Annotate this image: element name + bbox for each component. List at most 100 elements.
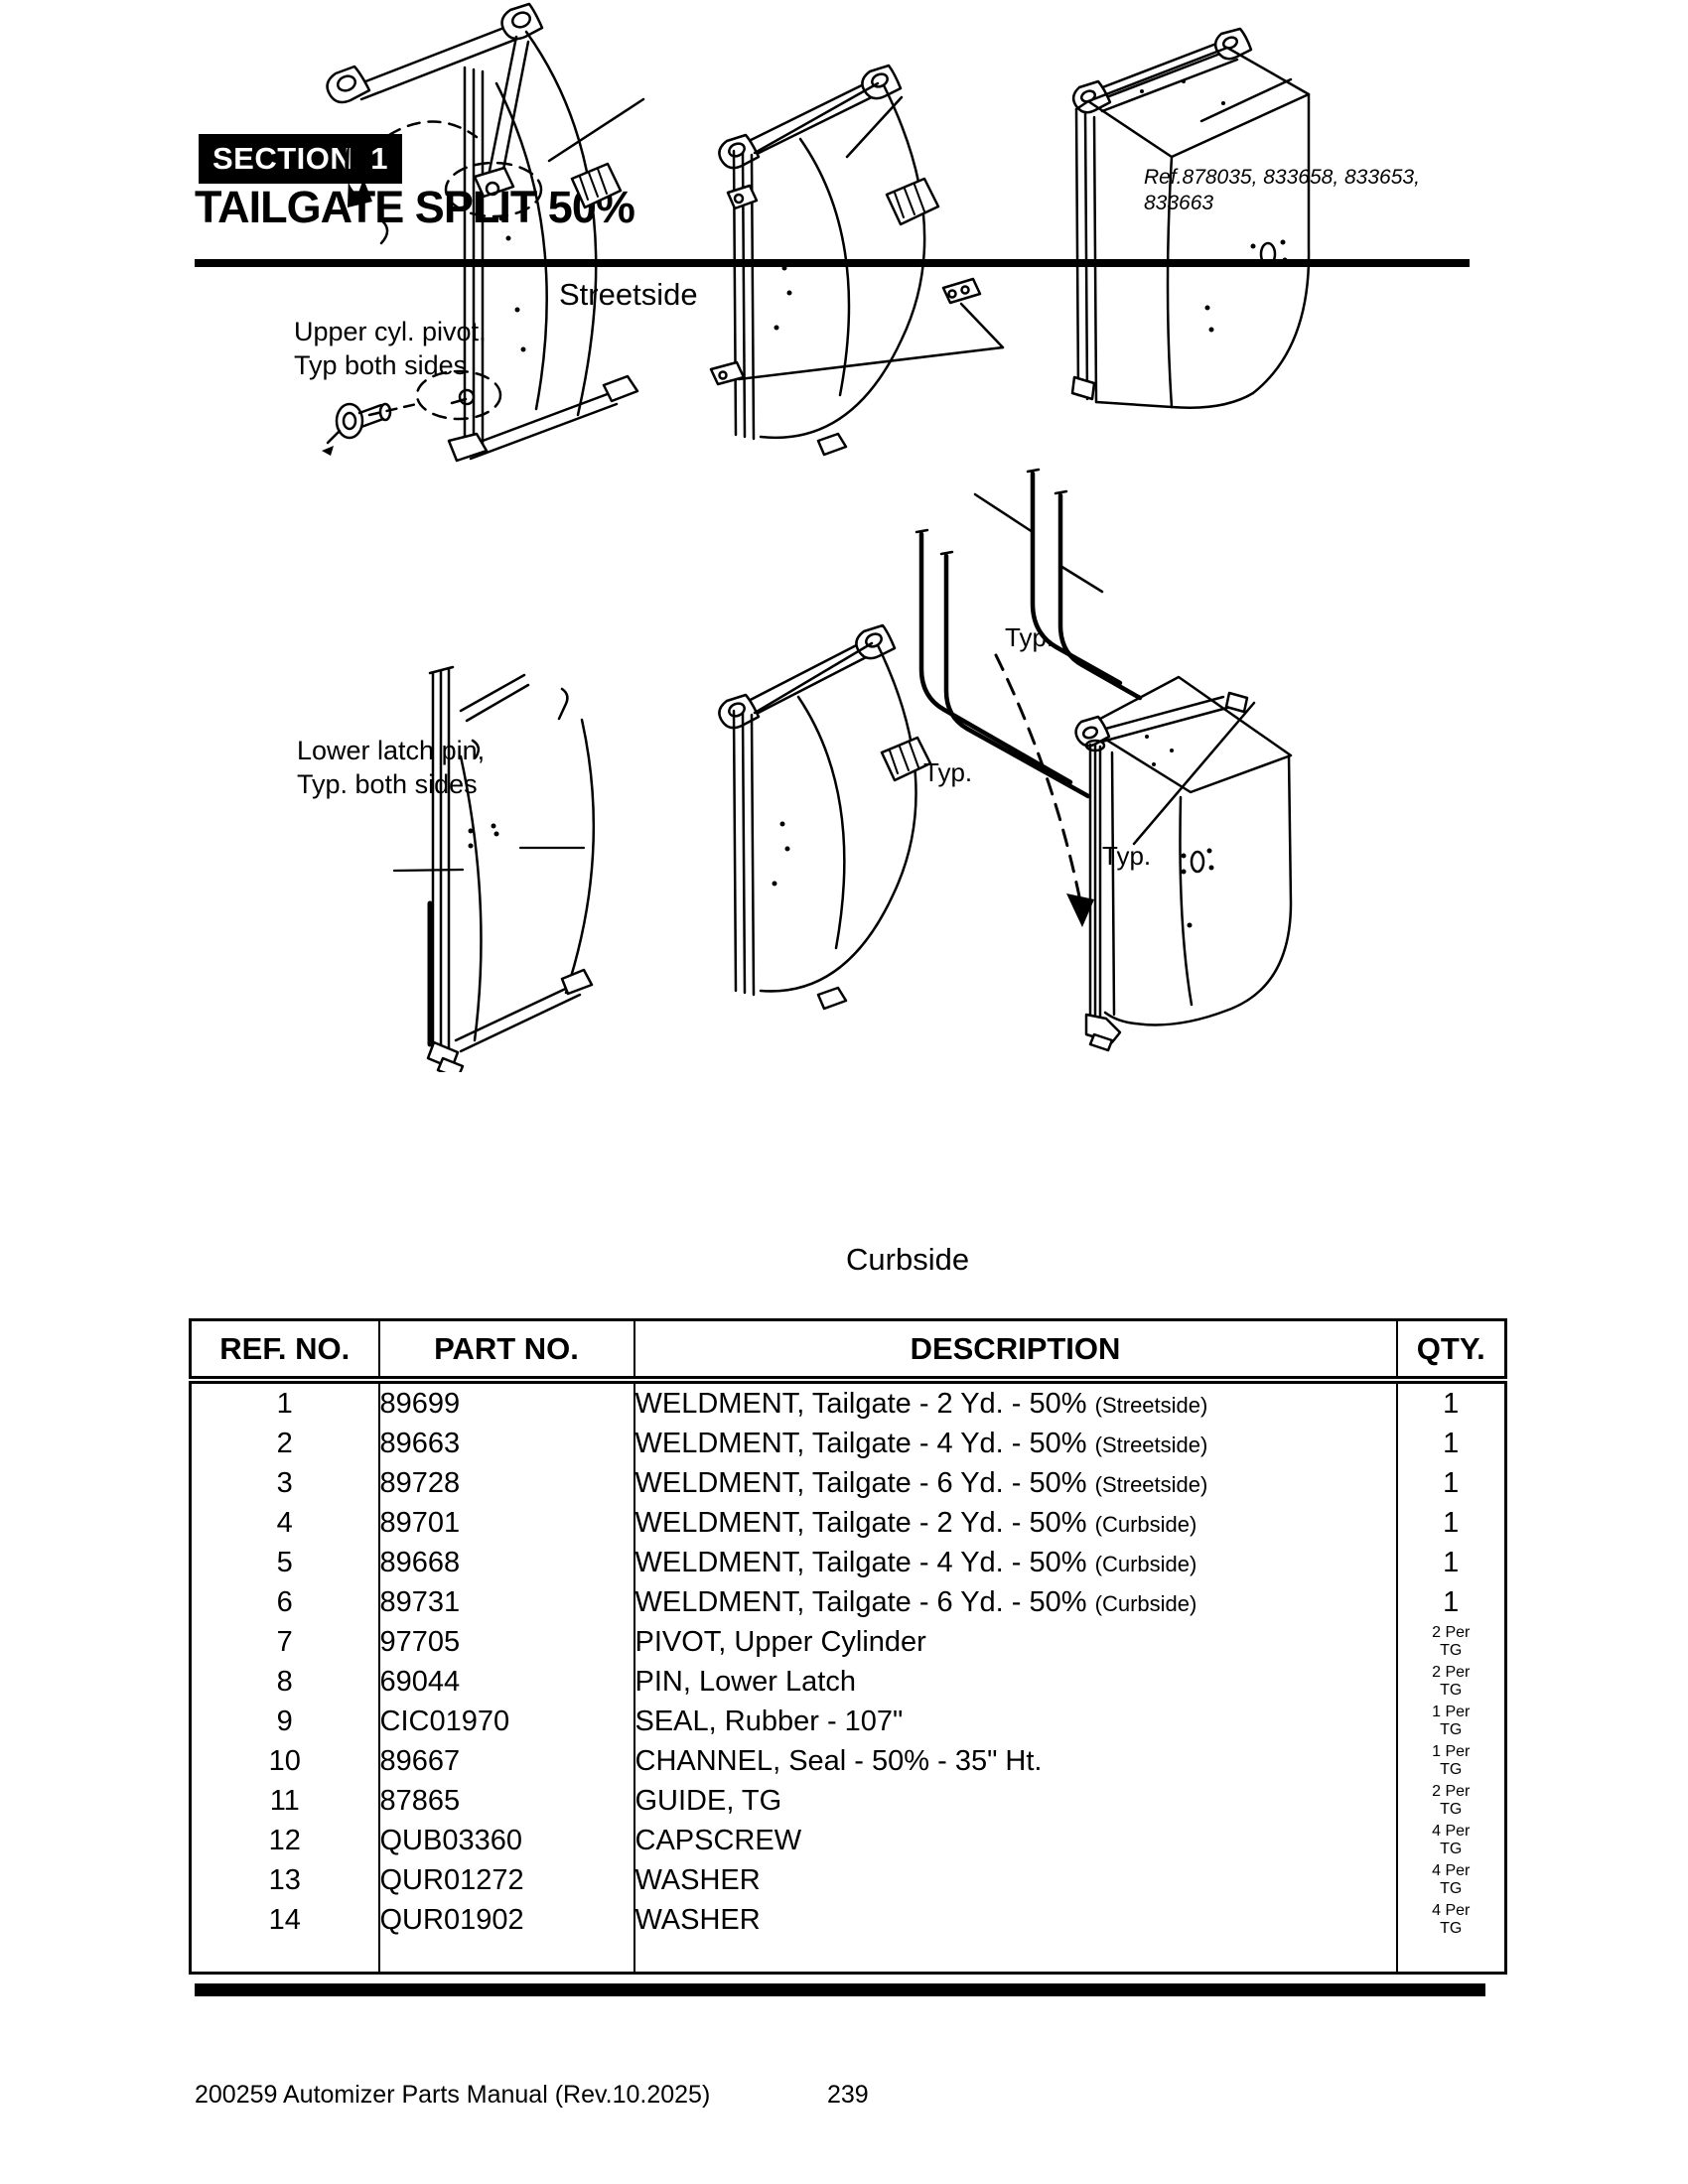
manual-footer: 200259 Automizer Parts Manual (Rev.10.20… — [195, 2081, 711, 2109]
description-main: WASHER — [634, 1863, 761, 1896]
reference-numbers: Ref.878035, 833658, 833653, 833663 — [1144, 165, 1420, 215]
qty-line1: 2 Per — [1432, 1624, 1471, 1642]
part-no: 69044 — [377, 1662, 635, 1702]
reference-line-1: Ref.878035, 833658, 833653, — [1144, 166, 1420, 189]
typ-label-1: Typ. — [1005, 622, 1055, 652]
ref-no: 7 — [189, 1622, 380, 1662]
description-main: WELDMENT, Tailgate - 2 Yd. - 50% — [634, 1387, 1087, 1420]
streetside-label: Streetside — [559, 277, 698, 312]
section-banner: SECTION 1 — [199, 134, 402, 184]
table-row: 4 89701 WELDMENT, Tailgate - 2 Yd. - 50%… — [189, 1503, 1507, 1543]
part-no: 89668 — [377, 1543, 635, 1582]
qty-line2: TG — [1440, 1761, 1463, 1778]
ref-no: 8 — [189, 1662, 380, 1702]
description-suffix: (Streetside) — [1094, 1392, 1208, 1418]
part-no: 89699 — [377, 1380, 635, 1424]
page-number: 239 — [827, 2081, 869, 2109]
description-main: WELDMENT, Tailgate - 6 Yd. - 50% — [634, 1466, 1087, 1499]
part-description: WELDMENT, Tailgate - 4 Yd. - 50% (Curbsi… — [633, 1543, 1398, 1582]
part-no: 97705 — [377, 1622, 635, 1662]
part-no: 89663 — [377, 1424, 635, 1463]
description-main: WELDMENT, Tailgate - 2 Yd. - 50% — [634, 1506, 1087, 1539]
description-suffix: (Curbside) — [1094, 1511, 1197, 1537]
ref-no: 6 — [189, 1582, 380, 1622]
qty-line2: TG — [1440, 1880, 1463, 1897]
ref-no: 2 — [189, 1424, 380, 1463]
figure-tailgate-4yd-streetside — [709, 64, 1005, 457]
part-description: WELDMENT, Tailgate - 2 Yd. - 50% (Street… — [633, 1380, 1398, 1424]
reference-line-2: 833663 — [1144, 191, 1214, 214]
bottom-rule — [195, 1983, 1485, 1996]
qty: 1 — [1395, 1543, 1507, 1582]
parts-table: REF. NO. PART NO. DESCRIPTION QTY. 1 896… — [189, 1318, 1507, 1975]
ref-no: 14 — [189, 1900, 380, 1940]
lower-latch-note-line2: Typ. both sides — [297, 768, 478, 799]
description-main: PIN, Lower Latch — [634, 1665, 856, 1698]
figure-tailgate-6yd-curbside — [1074, 675, 1293, 1052]
qty-line1: 1 Per — [1432, 1743, 1471, 1761]
part-description: CHANNEL, Seal - 50% - 35" Ht. — [633, 1741, 1398, 1781]
table-row: 10 89667 CHANNEL, Seal - 50% - 35" Ht. 1… — [189, 1741, 1507, 1781]
filler-cell — [633, 1940, 1398, 1974]
upper-pivot-note: Upper cyl. pivot, Typ both sides — [294, 316, 487, 383]
table-row: 1 89699 WELDMENT, Tailgate - 2 Yd. - 50%… — [189, 1380, 1507, 1424]
page-title: TAILGATE SPLIT 50% — [195, 182, 635, 232]
upper-pivot-note-line1: Upper cyl. pivot, — [294, 317, 487, 346]
part-description: GUIDE, TG — [633, 1781, 1398, 1821]
col-header-ref: REF. NO. — [189, 1319, 380, 1384]
part-description: SEAL, Rubber - 107" — [633, 1702, 1398, 1741]
figure-tailgate-4yd-curbside — [518, 623, 932, 1011]
description-main: GUIDE, TG — [634, 1784, 782, 1817]
qty-line1: 1 Per — [1432, 1704, 1471, 1721]
section-number: 1 — [370, 141, 388, 176]
part-no: CIC01970 — [377, 1702, 635, 1741]
part-no: 89728 — [377, 1463, 635, 1503]
description-suffix: (Streetside) — [1094, 1432, 1208, 1457]
qty: 1 — [1395, 1380, 1507, 1424]
qty: 1 — [1395, 1424, 1507, 1463]
part-no: QUR01272 — [377, 1860, 635, 1900]
table-row: 3 89728 WELDMENT, Tailgate - 6 Yd. - 50%… — [189, 1463, 1507, 1503]
part-description: WASHER — [633, 1900, 1398, 1940]
table-row: 6 89731 WELDMENT, Tailgate - 6 Yd. - 50%… — [189, 1582, 1507, 1622]
figure-tailgate-6yd-streetside — [1070, 27, 1311, 409]
col-header-part: PART NO. — [377, 1319, 635, 1384]
upper-pivot-note-line2: Typ both sides — [294, 349, 468, 380]
filler-cell — [377, 1940, 635, 1974]
section-label: SECTION — [212, 141, 353, 176]
qty-line2: TG — [1440, 1721, 1463, 1738]
ref-no: 5 — [189, 1543, 380, 1582]
filler-cell — [189, 1940, 380, 1974]
table-row: 2 89663 WELDMENT, Tailgate - 4 Yd. - 50%… — [189, 1424, 1507, 1463]
qty-line2: TG — [1440, 1841, 1463, 1857]
part-no: 89731 — [377, 1582, 635, 1622]
part-no: QUR01902 — [377, 1900, 635, 1940]
qty: 1 — [1395, 1503, 1507, 1543]
part-no: QUB03360 — [377, 1821, 635, 1860]
qty-line1: 4 Per — [1432, 1862, 1471, 1880]
ref-no: 12 — [189, 1821, 380, 1860]
part-description: WELDMENT, Tailgate - 2 Yd. - 50% (Curbsi… — [633, 1503, 1398, 1543]
ref-no: 11 — [189, 1781, 380, 1821]
figure-tailgate-2yd-curbside — [392, 665, 596, 1072]
part-no: 87865 — [377, 1781, 635, 1821]
ref-no: 10 — [189, 1741, 380, 1781]
qty-line2: TG — [1440, 1801, 1463, 1818]
qty-line1: 2 Per — [1432, 1664, 1471, 1682]
filler-cell — [1395, 1940, 1507, 1974]
description-main: WELDMENT, Tailgate - 4 Yd. - 50% — [634, 1427, 1087, 1459]
qty-line2: TG — [1440, 1920, 1463, 1937]
